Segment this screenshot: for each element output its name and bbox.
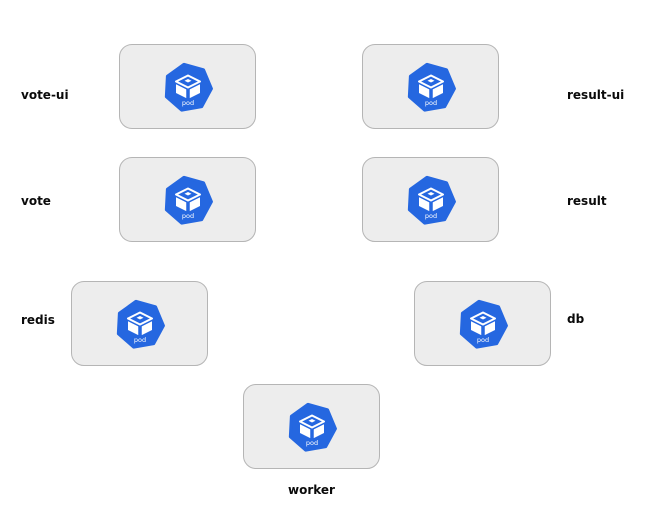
kubernetes-pod-icon: pod [407,175,456,225]
kubernetes-pod-icon: pod [288,402,337,452]
kubernetes-pod-icon: pod [164,175,213,225]
pod-glyph-label: pod [133,336,145,344]
pod-glyph-label: pod [181,99,193,107]
pod-box-vote[interactable]: pod [119,157,256,242]
pod-label-worker: worker [288,483,335,497]
pod-glyph-label: pod [424,212,436,220]
pod-glyph-label: pod [181,212,193,220]
pod-box-redis[interactable]: pod [71,281,208,366]
pod-box-result-ui[interactable]: pod [362,44,499,129]
pod-glyph-label: pod [424,99,436,107]
pod-box-result[interactable]: pod [362,157,499,242]
pod-glyph-label: pod [476,336,488,344]
kubernetes-pod-icon: pod [407,62,456,112]
pod-box-worker[interactable]: pod [243,384,380,469]
pod-box-db[interactable]: pod [414,281,551,366]
kubernetes-pod-icon: pod [116,299,165,349]
pod-label-result: result [567,194,607,208]
pod-label-result-ui: result-ui [567,88,625,102]
pod-box-vote-ui[interactable]: pod [119,44,256,129]
pod-label-vote-ui: vote-ui [21,88,69,102]
pod-label-redis: redis [21,313,55,327]
pod-label-vote: vote [21,194,51,208]
kubernetes-pod-icon: pod [164,62,213,112]
pod-label-db: db [567,312,585,326]
kubernetes-pod-icon: pod [459,299,508,349]
pod-glyph-label: pod [305,439,317,447]
